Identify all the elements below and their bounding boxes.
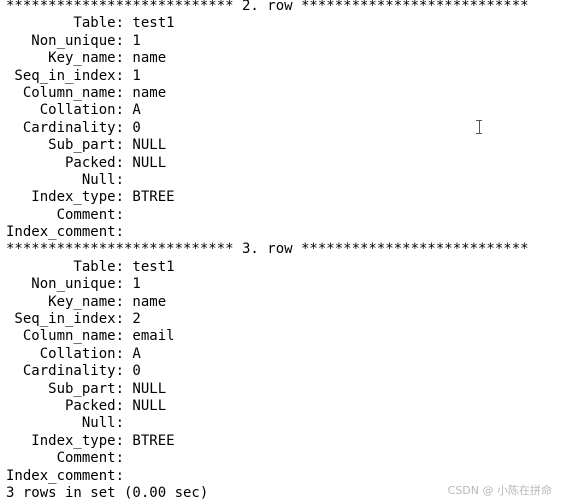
output-line: Cardinality: 0 [6,119,141,136]
output-line: *************************** 2. row *****… [6,0,529,14]
output-line: Table: test1 [6,258,175,275]
output-line: Column_name: name [6,84,167,101]
output-line: Collation: A [6,102,141,119]
output-line: Null: [6,171,133,188]
output-line: Cardinality: 0 [6,363,141,380]
terminal-output: *************************** 2. row *****… [6,0,529,502]
output-line: Sub_part: NULL [6,137,167,154]
output-line: Non_unique: 1 [6,276,141,293]
output-line: Index_type: BTREE [6,432,175,449]
output-line: Table: test1 [6,15,175,32]
result-summary: 3 rows in set (0.00 sec) [6,484,209,501]
output-line: Comment: [6,450,133,467]
watermark: CSDN @ 小陈在拼命 [447,484,552,497]
output-line: Seq_in_index: 2 [6,311,141,328]
output-line: Index_comment: [6,224,133,241]
output-line: Key_name: name [6,293,167,310]
output-line: Non_unique: 1 [6,32,141,49]
output-line: Index_type: BTREE [6,189,175,206]
output-line: Seq_in_index: 1 [6,67,141,84]
output-line: Collation: A [6,345,141,362]
output-line: Packed: NULL [6,154,167,171]
output-line: *************************** 3. row *****… [6,241,529,258]
output-line: Column_name: email [6,328,175,345]
output-line: Index_comment: [6,467,133,484]
output-line: Null: [6,415,133,432]
text-cursor-icon [476,120,482,134]
output-line: Sub_part: NULL [6,380,167,397]
output-line: Comment: [6,206,133,223]
output-line: Key_name: name [6,50,167,67]
output-line: Packed: NULL [6,397,167,414]
